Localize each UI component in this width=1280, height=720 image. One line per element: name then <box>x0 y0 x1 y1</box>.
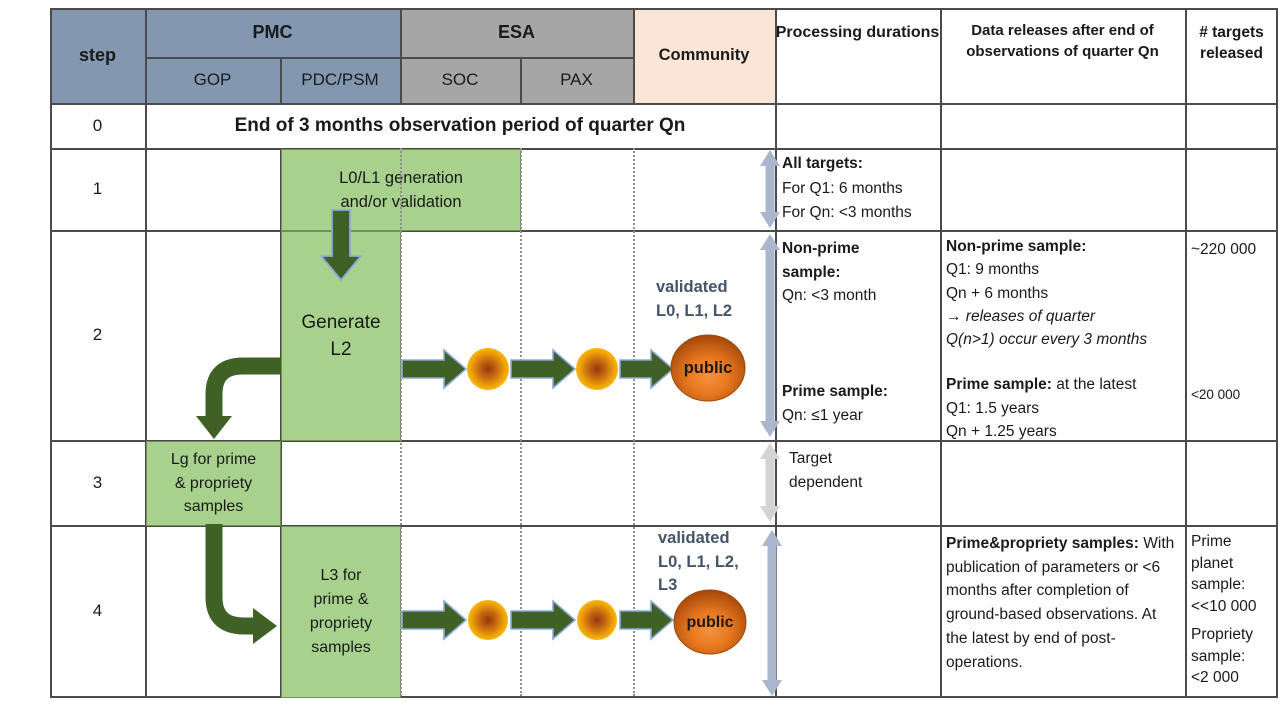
processing-row2-nonprime-title: Non-prime sample: <box>782 240 860 281</box>
header-cell-step: step <box>50 8 145 103</box>
processing-row2-prime-line: Qn: ≤1 year <box>782 406 863 424</box>
flow-arrow-icon <box>619 348 675 390</box>
releases-row2-nonprime-title: Non-prime sample: <box>946 238 1087 255</box>
header-cell-pax: PAX <box>520 57 633 103</box>
releases-row2-prime-title: Prime sample: <box>946 376 1052 394</box>
header-cell-pmc: PMC <box>145 8 400 57</box>
releases-row4-text: With publication of parameters or <6 mon… <box>946 535 1175 671</box>
releases-row2-note-line: → releases of quarter <box>946 307 1096 325</box>
processing-row1-title: All targets: <box>782 155 863 172</box>
step-number: 1 <box>92 179 103 198</box>
public-label-row4: public <box>686 614 734 631</box>
validated-label-row4: validated L0, L1, L2, L3 <box>658 529 739 594</box>
releases-row2-line: Qn + 6 months <box>946 284 1049 302</box>
releases-row2-line: Q1: 1.5 years <box>946 399 1040 417</box>
processing-row3: Target dependent <box>789 450 863 491</box>
header-cell-soc: SOC <box>400 57 520 103</box>
grid-line <box>633 8 635 103</box>
dotted-separator <box>520 148 522 696</box>
grid-line <box>50 525 1278 527</box>
releases-row4-title: Prime&propriety samples: <box>946 535 1139 552</box>
processing-row2-prime: Prime sample: Qn: ≤1 year <box>782 380 932 427</box>
elbow-arrow-head-icon <box>253 608 277 644</box>
grid-line <box>520 57 522 103</box>
header-cell-esa: ESA <box>400 8 633 57</box>
releases-row2: Non-prime sample: Q1: 9 months Qn + 6 mo… <box>946 235 1180 443</box>
releases-row2-note-line: Q(n>1) occur every 3 months <box>946 331 1148 349</box>
duration-double-arrow-icon <box>760 150 780 228</box>
targets-row2-nonprime: ~220 000 <box>1191 241 1257 258</box>
grid-line <box>50 148 1278 150</box>
step-number: 2 <box>92 325 103 344</box>
releases-row2-line: Q1: 9 months <box>946 261 1040 279</box>
grid-line <box>50 440 1278 442</box>
processing-row2-nonprime: Non-prime sample: Qn: <3 month <box>782 237 932 308</box>
flow-arrow-icon <box>619 599 675 641</box>
public-label-row2: public <box>683 359 733 377</box>
grid-line <box>1185 8 1187 698</box>
elbow-arrow-icon <box>205 524 254 635</box>
duration-double-arrow-icon <box>760 443 780 522</box>
flow-arrow-icon <box>401 348 468 390</box>
header-cell-gop: GOP <box>145 57 280 103</box>
step-number: 3 <box>92 472 103 492</box>
header-cell-processing-durations: Processing durations <box>775 24 940 41</box>
row0-milestone-text: End of 3 months observation period of qu… <box>234 114 686 136</box>
process-box-generate-l2: Generate L2 <box>281 231 401 441</box>
header-cell-data-releases: Data releases after end of observations … <box>966 22 1159 60</box>
header-cell-pdc-psm: PDC/PSM <box>280 57 400 103</box>
grid-line <box>145 8 147 698</box>
step-number: 4 <box>92 600 103 620</box>
targets-row4: Prime planet sample: <<10 000 Propriety … <box>1191 531 1277 689</box>
pipeline-dot-icon <box>467 348 509 390</box>
processing-row1: All targets: For Q1: 6 months For Qn: <3… <box>782 152 937 226</box>
grid-line <box>280 57 282 103</box>
step-number: 0 <box>92 115 103 135</box>
process-box-l3: L3 for prime & propriety samples <box>281 526 401 698</box>
spacer <box>946 351 1180 373</box>
grid-line <box>50 8 1278 10</box>
processing-row1-line: For Q1: 6 months <box>782 179 903 197</box>
grid-line <box>145 57 633 59</box>
grid-line <box>940 8 942 698</box>
processing-row1-line: For Qn: <3 months <box>782 204 912 221</box>
pipeline-dot-icon <box>468 600 508 640</box>
targets-row4-propriety: Propriety sample: <2 000 <box>1191 626 1254 686</box>
grid-line <box>1276 8 1278 698</box>
pipeline-dot-icon <box>576 348 618 390</box>
validated-label-row2: validated L0, L1, L2 <box>656 278 733 320</box>
releases-row2-prime-line: Prime sample: at the latest <box>946 373 1180 396</box>
elbow-arrow-head-icon <box>196 416 232 439</box>
grid-line <box>50 103 1278 105</box>
grid-line <box>50 696 1278 698</box>
elbow-arrow-icon <box>205 357 281 418</box>
duration-double-arrow-icon <box>760 234 780 437</box>
releases-row2-prime-rest: at the latest <box>1051 376 1137 394</box>
grid-line <box>50 230 1278 232</box>
dotted-separator <box>400 148 402 696</box>
targets-row2-prime: <20 000 <box>1191 387 1241 402</box>
grid-line <box>400 8 402 103</box>
pipeline-dot-icon <box>577 600 617 640</box>
process-box-lg: Lg for prime & propriety samples <box>146 441 281 526</box>
flow-arrow-icon <box>401 599 468 641</box>
targets-row4-prime: Prime planet sample: <<10 000 <box>1191 533 1257 615</box>
releases-row2-line: Qn + 1.25 years <box>946 423 1057 441</box>
processing-row2-nonprime-line: Qn: <3 month <box>782 287 877 304</box>
grid-line <box>50 8 52 698</box>
releases-row4: Prime&propriety samples: With publicatio… <box>946 532 1180 674</box>
dotted-separator <box>633 148 635 696</box>
header-cell-targets-released: # targets released <box>1199 24 1264 62</box>
processing-row2-prime-title: Prime sample: <box>782 383 888 400</box>
header-cell-community: Community <box>633 8 775 103</box>
